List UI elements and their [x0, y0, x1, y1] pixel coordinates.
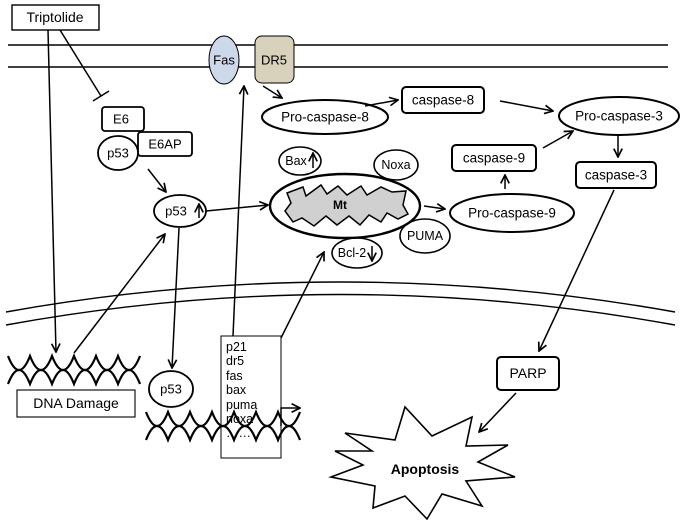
gene-item: bax: [226, 383, 247, 398]
e6-label: E6: [113, 111, 129, 127]
parp-box: [496, 356, 560, 391]
pro-caspase-8-node: [261, 99, 389, 135]
nuclear-membrane-outer: [5, 281, 676, 313]
bcl2-label: Bcl-2: [337, 245, 367, 260]
e6-box: [101, 106, 145, 132]
caspase-8-label: caspase-8: [411, 92, 475, 108]
dna-damage-box: [16, 389, 136, 418]
pro-caspase-8-to-caspase-8-arrow: [364, 100, 398, 107]
triptolide-box: [11, 4, 100, 31]
caspase-3-label: caspase-3: [584, 167, 648, 183]
dr5-label: DR5: [260, 52, 288, 68]
caspase-8-to-pro-caspase-3-arrow: [499, 100, 553, 111]
pro-caspase-8-label: Pro-caspase-8: [281, 109, 369, 125]
inhibition-bar: [92, 90, 110, 102]
p53-to-mitochondria-arrow: [205, 205, 268, 212]
e6ap-box: [137, 131, 193, 157]
dna-helix-left: [6, 352, 142, 388]
mitochondrion-cristae: [284, 183, 410, 227]
pro-caspase-9-label: Pro-caspase-9: [468, 205, 556, 221]
gene-item: ……: [226, 426, 251, 441]
triptolide-label: Triptolide: [26, 9, 84, 25]
gene-item: dr5: [226, 354, 245, 369]
caspase-3-box: [575, 161, 657, 189]
target-genes-box: [220, 335, 282, 459]
p53-nuclear-label: p53: [160, 381, 182, 397]
e6ap-label: E6AP: [148, 136, 182, 152]
apoptosis-label: Apoptosis: [390, 461, 460, 477]
genes-to-dr5-arrow: [232, 86, 244, 337]
triptolide-to-e6-inhibition: [59, 29, 102, 97]
gene-item: p21: [226, 340, 247, 354]
caspase-3-to-parp-arrow: [539, 189, 615, 351]
pro-caspase-9-node: [449, 193, 575, 233]
noxa-node: [373, 149, 419, 181]
caspase-8-box: [401, 86, 485, 114]
parp-label: PARP: [509, 365, 547, 381]
apoptosis-burst: [328, 405, 516, 521]
caspase-9-label: caspase-9: [462, 150, 526, 166]
fas-label: Fas: [213, 52, 235, 68]
p53-to-nucleus-arrow: [172, 227, 180, 368]
dr5-to-pro-caspase-8-arrow: [262, 85, 282, 98]
p53-nuclear-node: [148, 370, 194, 408]
complex-to-p53-arrow: [147, 168, 166, 192]
caspase-9-to-pro-caspase-3-arrow: [542, 131, 573, 149]
p53-complex-label: p53: [107, 145, 129, 161]
puma-label: PUMA: [406, 228, 444, 243]
triptolide-to-dna-arrow: [47, 29, 56, 352]
gene-item: fas: [226, 368, 243, 383]
gene-item: puma: [226, 397, 258, 412]
pro-caspase-3-label: Pro-caspase-3: [575, 108, 663, 124]
dna-to-p53-arrow: [73, 234, 165, 354]
mitochondria-to-pro-caspase-9-arrow: [423, 206, 445, 209]
nuclear-membrane-inner: [5, 293, 676, 326]
target-genes-list: p21 dr5 fas bax puma noxa ……: [226, 340, 257, 441]
noxa-label: Noxa: [381, 157, 411, 172]
puma-node: [399, 218, 451, 254]
bax-label: Bax: [285, 153, 307, 168]
p53-up-label: p53: [165, 203, 187, 219]
dna-helix-right: [144, 408, 302, 444]
p53-e6-complex: [97, 135, 139, 171]
genes-to-mitochondria-arrow: [280, 252, 324, 339]
caspase-9-box: [451, 144, 537, 172]
pro-caspase-3-node: [558, 96, 680, 136]
fas-receptor: [208, 35, 240, 85]
dna-damage-label: DNA Damage: [33, 395, 119, 411]
dr5-receptor: [254, 35, 295, 84]
parp-to-apoptosis-arrow: [479, 392, 517, 432]
transcription-start-arrow: [280, 408, 300, 426]
gene-item: noxa: [226, 412, 254, 427]
mt-label: Mt: [333, 198, 347, 212]
